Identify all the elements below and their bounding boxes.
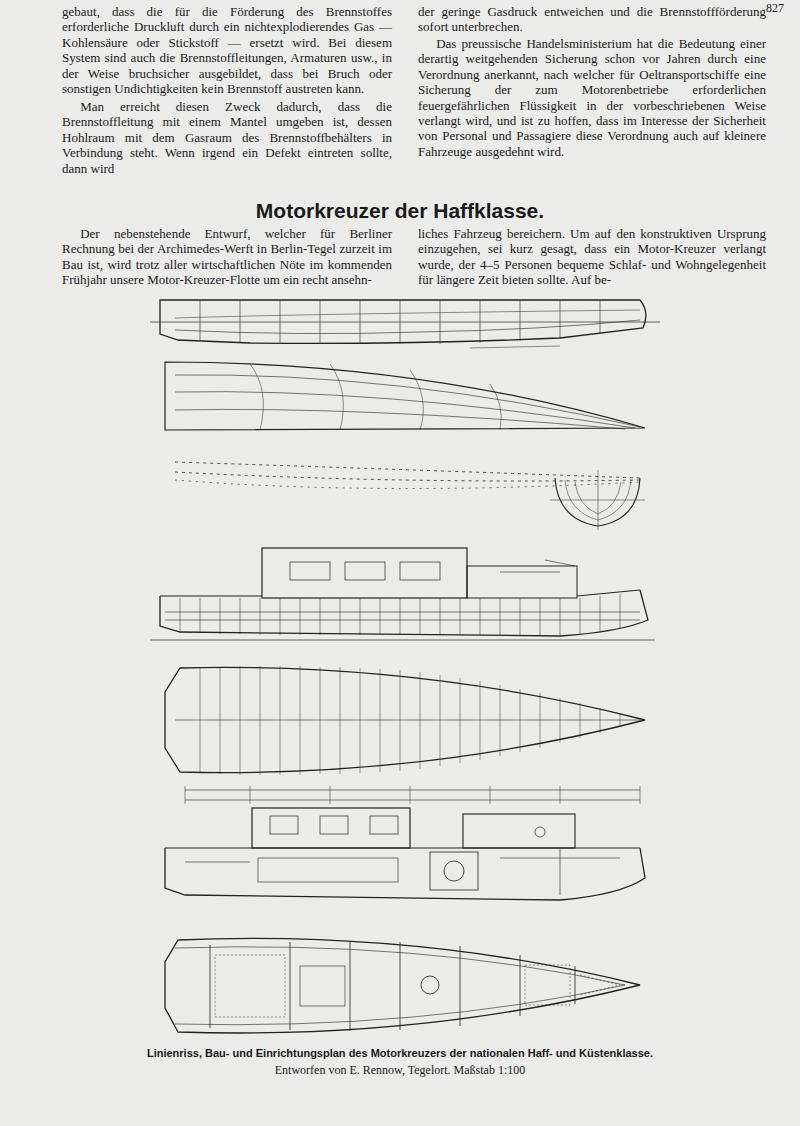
drawing-line [565, 480, 631, 520]
figure-caption: Linienriss, Bau- und Einrichtungsplan de… [20, 1047, 780, 1059]
drawing-line [200, 666, 620, 775]
drawing-line [165, 938, 640, 1033]
drawing-line [320, 816, 348, 834]
drawing-line [160, 590, 640, 596]
drawing-line [180, 594, 620, 635]
sheer-plan [150, 300, 660, 348]
page-number: 827 [766, 1, 796, 16]
drawing-line [175, 480, 640, 489]
drawing-line [345, 562, 385, 580]
designer-credit: Entworfen von E. Rennow, Tegelort. Maßst… [40, 1063, 760, 1078]
drawing-line [525, 965, 570, 1005]
drawing-line [175, 320, 640, 334]
drawing-line [300, 966, 345, 1006]
drawing-line [215, 955, 285, 1017]
drawing-line [550, 470, 645, 530]
drawing-line [252, 808, 410, 848]
body-paragraph: gebaut, dass die für die Förderung des B… [62, 4, 392, 96]
drawing-line [185, 848, 620, 895]
drawing-line [421, 976, 439, 994]
drawing-line [535, 827, 545, 837]
drawing-line [500, 560, 575, 572]
drawing-line [270, 816, 298, 834]
drawing-line [165, 848, 645, 900]
drawing-line [185, 790, 640, 800]
deck-plan [165, 666, 645, 804]
drawing-line [165, 667, 645, 772]
drawing-line [210, 941, 575, 1031]
drawing-line [185, 786, 640, 804]
drawing-line [430, 852, 478, 890]
diagonal-lines [175, 462, 640, 489]
drawing-line [580, 975, 620, 995]
body-paragraph: Man erreicht diesen Zweck dadurch, dass … [62, 99, 392, 176]
interior-profile [165, 808, 645, 900]
construction-profile [150, 548, 655, 640]
drawing-line [165, 847, 640, 848]
drawing-line [370, 816, 398, 834]
drawing-line [150, 640, 655, 641]
drawing-line [555, 478, 640, 526]
drawing-line [463, 814, 575, 848]
body-paragraph: Der nebenstehende Entwurf, welcher für B… [62, 226, 392, 288]
drawing-line [470, 346, 560, 348]
drawing-line [200, 300, 600, 344]
drawing-line [150, 322, 660, 323]
drawing-line [165, 612, 640, 620]
half-breadth-plan [165, 362, 645, 430]
drawing-line [175, 392, 635, 428]
body-plan [550, 470, 645, 530]
drawing-line [165, 362, 645, 430]
body-paragraph: der geringe Gasdruck entweichen und die … [418, 4, 766, 35]
drawing-line [467, 566, 577, 598]
body-paragraph: liches Fahrzeug bereichern. Um auf den k… [418, 226, 766, 288]
drawing-line [160, 590, 648, 636]
drawing-line [400, 562, 440, 580]
drawing-line [175, 375, 640, 427]
drawing-line [262, 548, 467, 598]
drawing-line [444, 861, 464, 881]
drawing-line [250, 364, 501, 430]
drawing-line [258, 858, 398, 882]
drawing-line [175, 310, 640, 318]
drawing-line [175, 472, 640, 481]
drawing-line [175, 720, 640, 721]
body-paragraph: Das preussische Handelsministerium hat d… [418, 36, 766, 159]
drawing-line [175, 409, 625, 429]
arrangement-plan [165, 938, 640, 1033]
article-title: Motorkreuzer der Haffklasse. [100, 199, 700, 223]
drawing-line [290, 562, 330, 580]
